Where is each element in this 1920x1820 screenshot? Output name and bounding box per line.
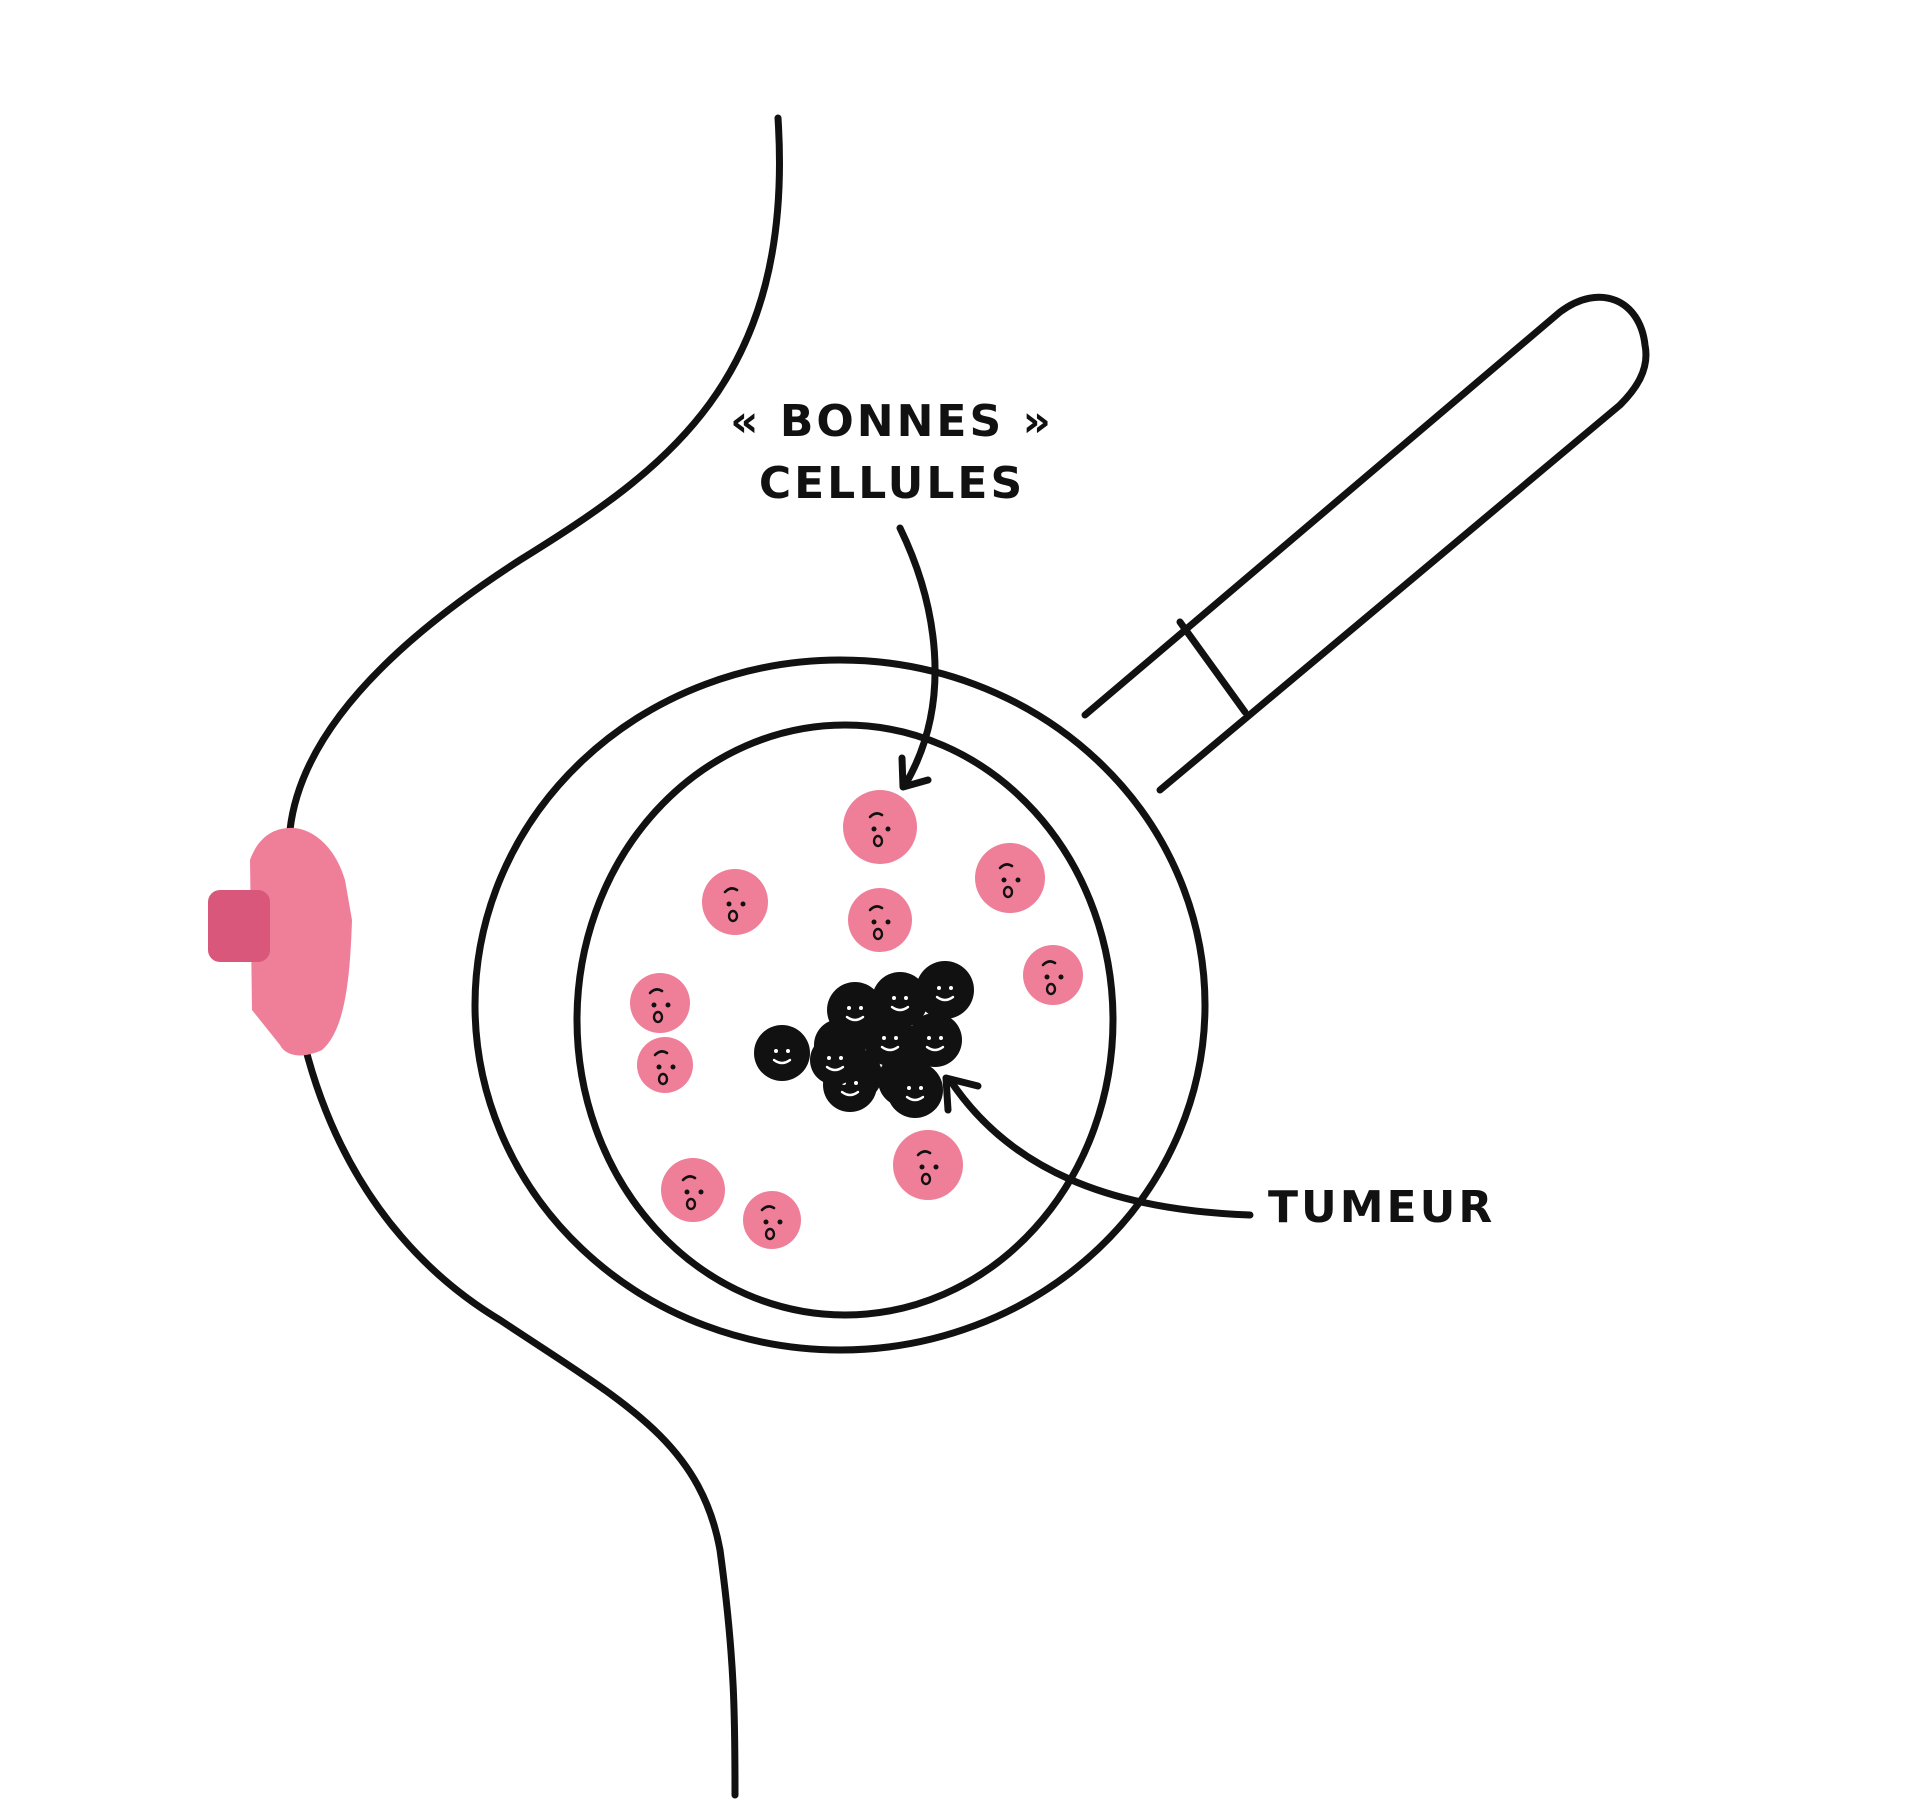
tumor-label: TUMEUR bbox=[1268, 1182, 1495, 1233]
magnifier-handle-band bbox=[1176, 618, 1249, 716]
tumor-cell bbox=[864, 1014, 916, 1066]
healthy-cell bbox=[843, 790, 917, 864]
tumor-group bbox=[754, 961, 974, 1118]
tumor-arrow bbox=[946, 1076, 1254, 1219]
nipple-tip bbox=[208, 890, 270, 962]
healthy-cell bbox=[661, 1158, 725, 1222]
tumor-cell bbox=[810, 1035, 860, 1085]
magnifier-outer-ring bbox=[471, 656, 1209, 1354]
healthy-cell bbox=[893, 1130, 963, 1200]
healthy-cell bbox=[702, 869, 768, 935]
good-cells-arrowhead bbox=[898, 754, 932, 791]
healthy-cell bbox=[848, 888, 912, 952]
magnifier-inner-ring bbox=[573, 721, 1117, 1319]
good-cells-label-line2: CELLULES bbox=[759, 458, 1025, 509]
healthy-cells-group bbox=[630, 790, 1083, 1249]
good-cells-arrow bbox=[896, 524, 939, 789]
tumor-cell bbox=[887, 1062, 943, 1118]
breast-outline bbox=[283, 114, 783, 1799]
healthy-cell bbox=[743, 1191, 801, 1249]
healthy-cell bbox=[1023, 945, 1083, 1005]
tumor-cell bbox=[908, 1013, 962, 1067]
tumor-cell bbox=[916, 961, 974, 1019]
magnifier-handle bbox=[1081, 293, 1650, 794]
healthy-cell bbox=[637, 1037, 693, 1093]
nipple bbox=[250, 827, 352, 1056]
tumor-cell bbox=[872, 972, 928, 1028]
tumor-arrowhead bbox=[942, 1074, 982, 1114]
healthy-cell bbox=[975, 843, 1045, 913]
healthy-cell bbox=[630, 973, 690, 1033]
good-cells-label-line1: « BONNES » bbox=[730, 396, 1054, 447]
tumor-cell bbox=[754, 1025, 810, 1081]
